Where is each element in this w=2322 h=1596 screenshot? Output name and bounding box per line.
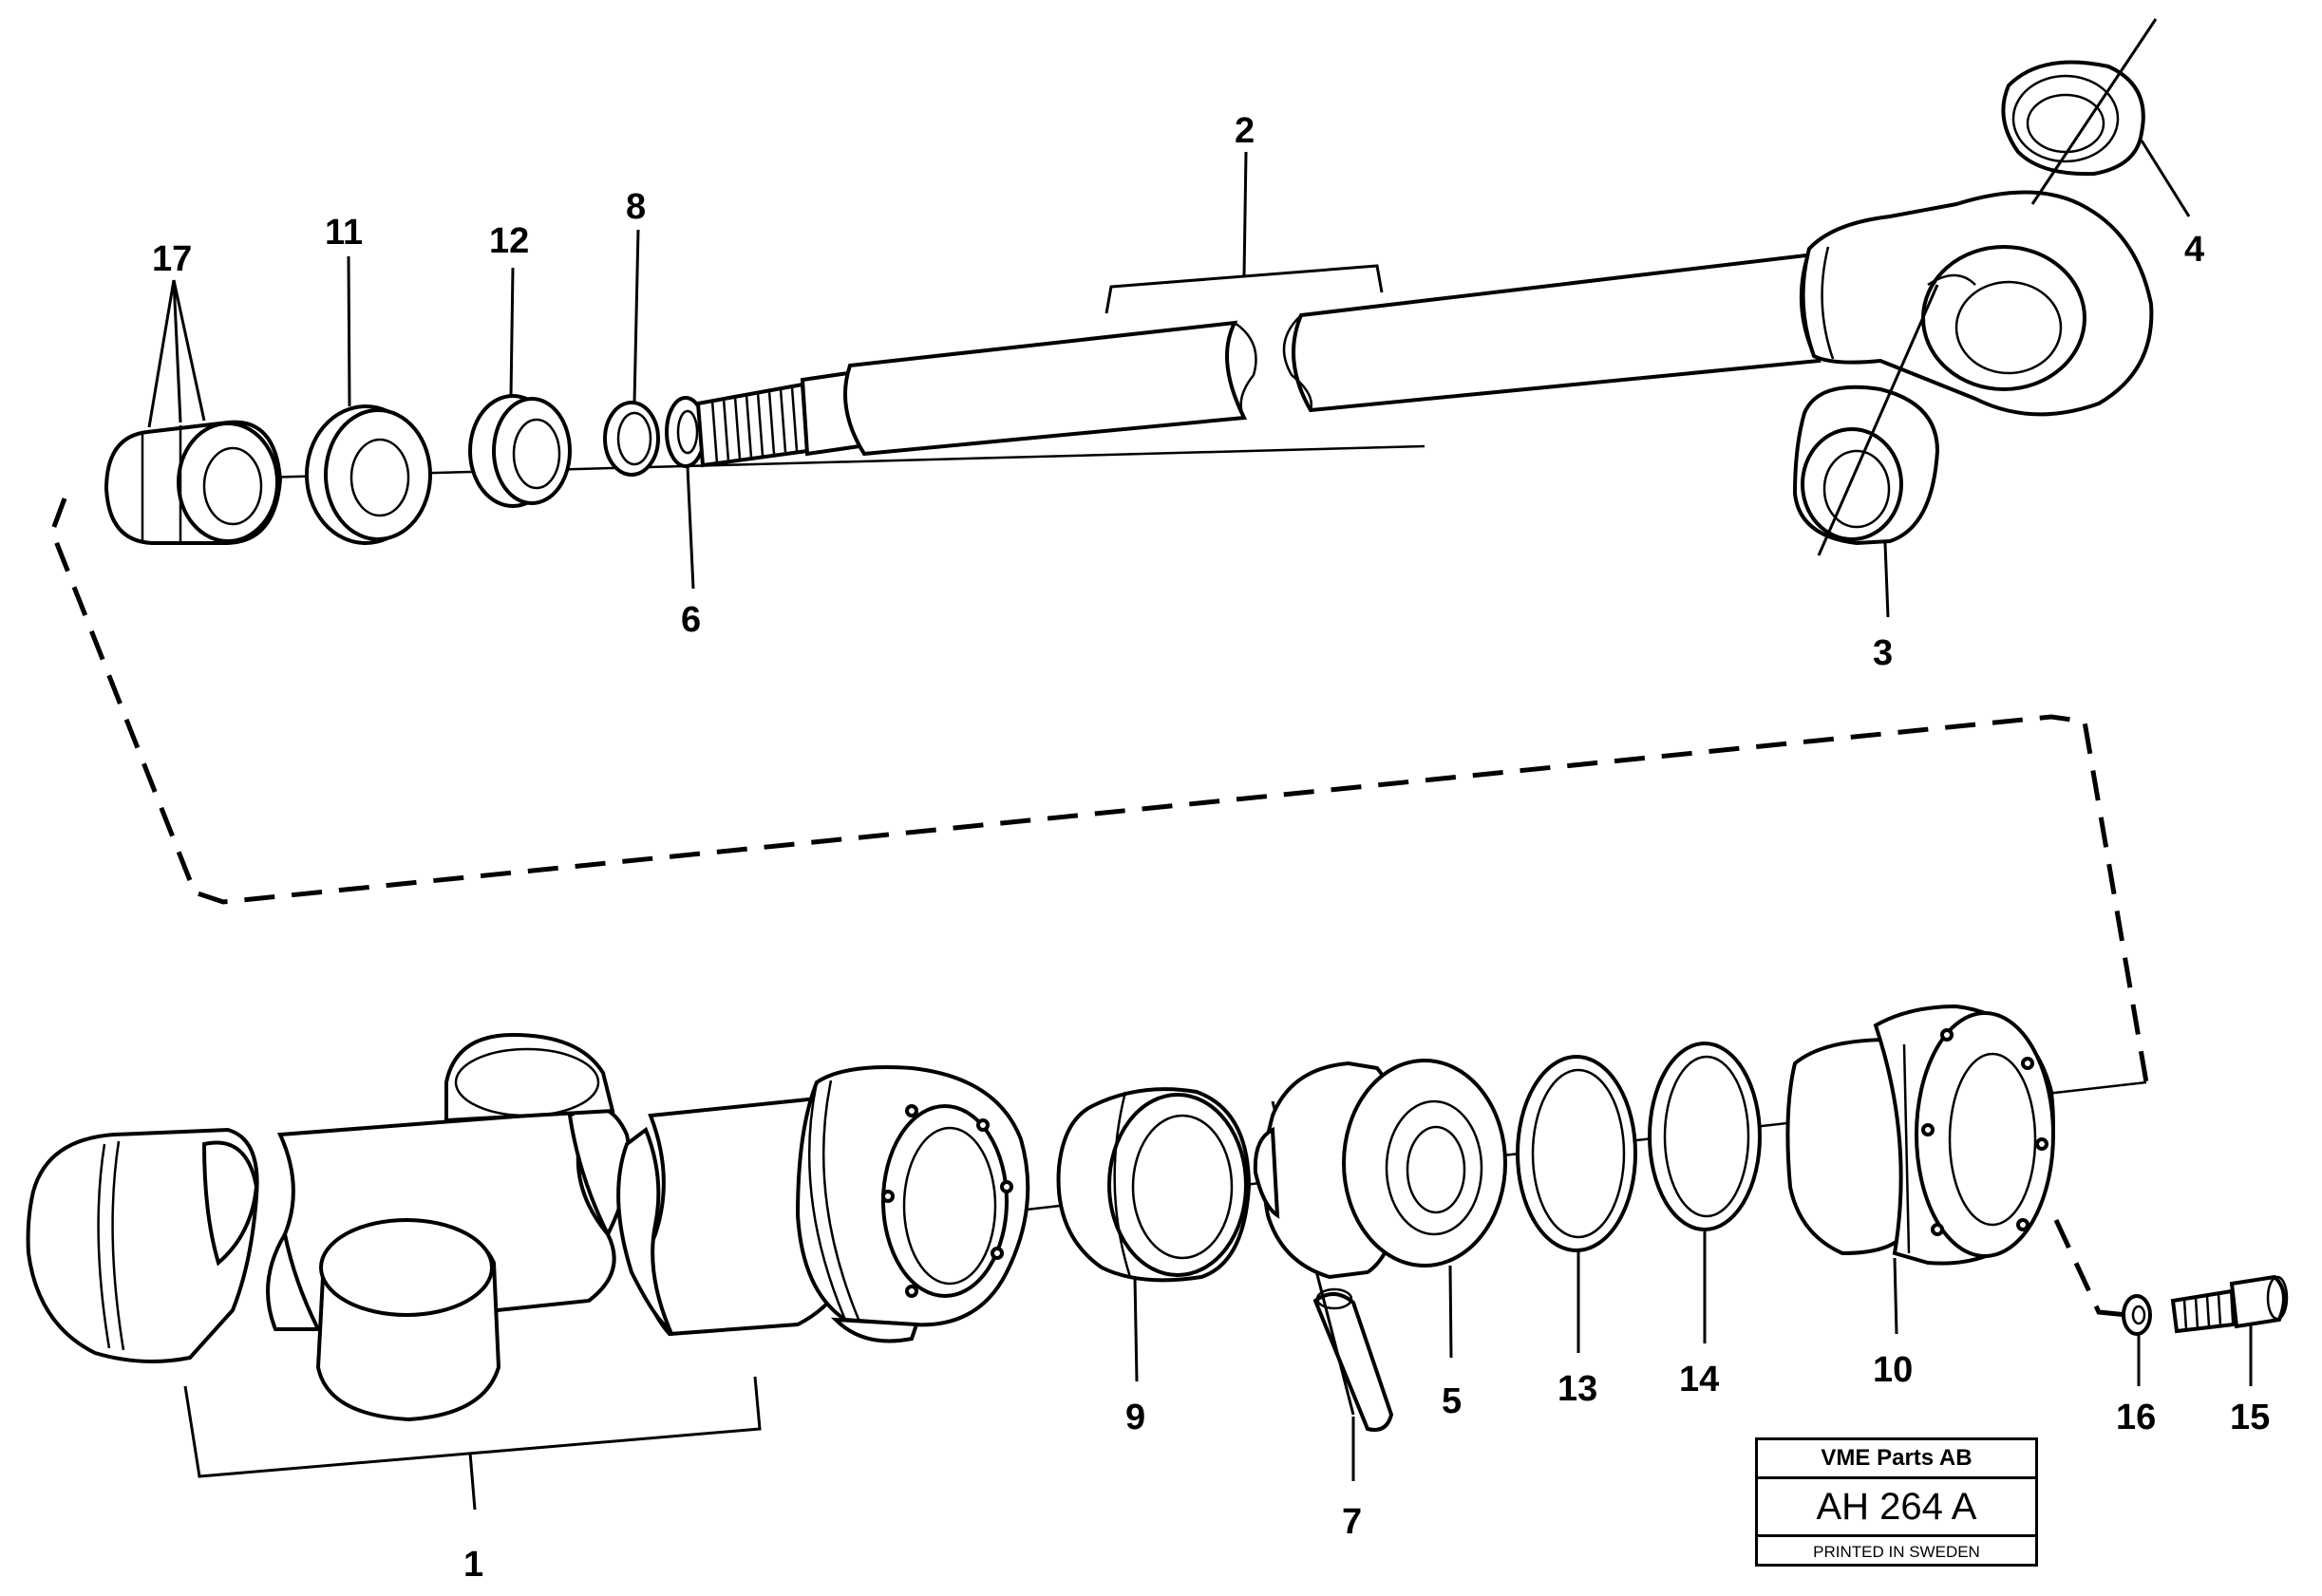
callout-14: 14: [1679, 1360, 1719, 1399]
callout-9: 9: [1125, 1398, 1145, 1437]
drawing-number: AH 264 A: [1758, 1479, 2035, 1537]
piston-rod-part-2: [695, 190, 2154, 468]
callout-13: 13: [1557, 1369, 1597, 1409]
callout-15: 15: [2230, 1398, 2270, 1437]
printed-note: PRINTED IN SWEDEN: [1813, 1543, 1980, 1561]
callout-16: 16: [2116, 1398, 2156, 1437]
bushing-part-3: [1792, 385, 1940, 546]
wiper-ring-part-11: [305, 404, 432, 545]
cylinder-tube-part-1: [26, 1032, 1030, 1422]
o-ring-part-8: [603, 401, 660, 477]
callout-6: 6: [681, 600, 701, 640]
seal-ring-part-14: [1648, 1042, 1762, 1231]
callout-10: 10: [1873, 1350, 1913, 1390]
leader-lines: [147, 140, 2253, 1481]
callout-8: 8: [626, 187, 646, 227]
callout-5: 5: [1442, 1381, 1462, 1421]
callout-1: 1: [463, 1545, 483, 1585]
callout-7: 7: [1342, 1502, 1362, 1542]
callout-11: 11: [325, 213, 363, 253]
bushing-part-4: [2001, 60, 2145, 177]
callout-17: 17: [152, 239, 192, 279]
callout-3: 3: [1873, 633, 1893, 673]
title-block: VME Parts AB AH 264 A PRINTED IN SWEDEN: [1755, 1437, 2038, 1567]
callout-12: 12: [489, 221, 529, 261]
callout-2: 2: [1235, 111, 1255, 151]
callout-4: 4: [2184, 230, 2204, 270]
seal-ring-part-13: [1516, 1055, 1637, 1252]
cylinder-head-part-10: [1785, 1004, 2055, 1266]
company-name: VME Parts AB: [1758, 1440, 2035, 1479]
screw-part-15: [2170, 1274, 2289, 1334]
bushing-set-part-17: [104, 420, 283, 545]
piston-part-9: [1056, 1087, 1252, 1283]
seal-part-12: [468, 394, 572, 508]
washer-part-16: [2122, 1294, 2152, 1336]
pin-part-7: [1312, 1287, 1394, 1432]
nut-part-5: [1253, 1059, 1507, 1280]
